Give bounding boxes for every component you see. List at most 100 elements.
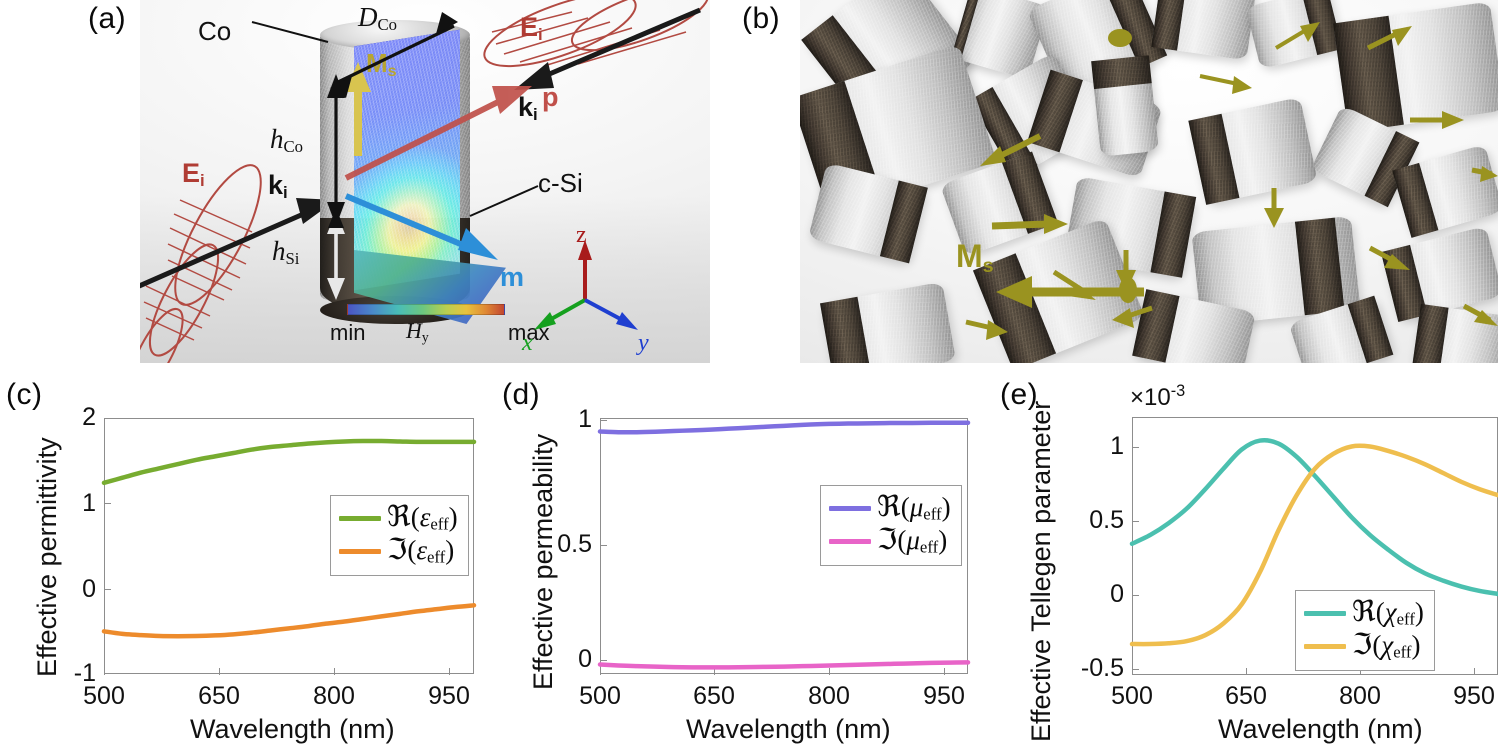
panel-e-legend-swatch-re — [1304, 611, 1346, 616]
colorbar-quantity-label: Hy — [406, 318, 429, 345]
co-leader-line — [251, 21, 329, 43]
label-h-Co: hCo — [270, 124, 304, 157]
panel-c-legend-swatch-re — [339, 516, 381, 521]
ms-arrow — [1410, 111, 1464, 129]
panel-d-xtick-650 — [714, 668, 715, 675]
ms-arrow — [1199, 74, 1252, 94]
panel-c-xlabel: Wavelength (nm) — [190, 714, 395, 744]
panel-c-ytick-0 — [104, 589, 111, 590]
label-Ei-left: Ei — [182, 158, 205, 191]
panel-d-xlabel: Wavelength (nm) — [686, 714, 891, 744]
series-d-1 — [597, 660, 971, 670]
panel-c-ytick-label-3: -1 — [73, 659, 96, 687]
panel-d-legend-row-re: ℜ(μeff) — [829, 492, 951, 525]
panel-c-legend-label-re: ℜ(εeff) — [387, 501, 458, 534]
panel-b-letter: (b) — [742, 2, 781, 35]
panel-d-xtick-500 — [600, 668, 601, 675]
panel-d-ytick-1 — [600, 420, 607, 421]
series-e-0 — [1129, 438, 1498, 597]
panel-a-schematic: Ei ki Ei ki — [140, 0, 710, 363]
panel-e-ytick-1 — [1132, 447, 1139, 448]
panel-e-xtick-800 — [1360, 668, 1361, 675]
Hy-colorbar — [347, 304, 505, 315]
panel-c-letter: (c) — [6, 378, 43, 411]
panel-d-legend-swatch-im — [829, 539, 871, 544]
ms-arrow — [1366, 26, 1412, 51]
ms-arrow — [1112, 305, 1153, 328]
coordinate-triad — [534, 240, 638, 330]
panel-e-ytick-label-1: 0.5 — [1089, 506, 1124, 534]
panel-c-ytick-neg1 — [104, 673, 111, 674]
panel-c-ytick-2 — [104, 418, 111, 419]
panel-d-legend-swatch-re — [829, 506, 871, 511]
x-axis-arrow — [534, 298, 586, 330]
series-c-0 — [101, 438, 477, 486]
p-arrow-group — [344, 86, 532, 181]
m-arrow-group — [344, 193, 498, 260]
panel-c-xtick-label-3: 950 — [428, 682, 470, 710]
incident-wave-left — [140, 164, 336, 363]
panel-e-xtick-950 — [1474, 668, 1475, 675]
Ms-arrow-group — [345, 62, 371, 156]
series-d-0 — [597, 420, 971, 435]
panel-d-xtick-950 — [944, 668, 945, 675]
ms-arrow — [1471, 166, 1498, 182]
panel-c-legend-row-im: ℑ(εeff) — [339, 535, 458, 568]
panel-e-ytick-label-2: 0 — [1110, 580, 1124, 608]
label-Co: Co — [198, 16, 232, 46]
panel-d-ytick-label-2: 0 — [578, 645, 592, 673]
panel-a-letter: (a) — [88, 2, 127, 35]
panel-d-xtick-label-1: 650 — [693, 682, 735, 710]
panel-e-legend-swatch-im — [1304, 644, 1346, 649]
label-ki-left: ki — [268, 170, 288, 203]
panel-d-xtick-800 — [829, 668, 830, 675]
panel-d-xtick-label-2: 800 — [808, 682, 850, 710]
panel-e-ytick-0 — [1132, 595, 1139, 596]
series-c-1 — [101, 603, 477, 639]
label-c-Si: c-Si — [538, 168, 583, 198]
panel-c-legend-swatch-im — [339, 549, 381, 554]
ms-arrow — [1462, 303, 1498, 326]
panel-e-xtick-label-0: 500 — [1111, 682, 1153, 710]
panel-d-legend-label-re: ℜ(μeff) — [877, 491, 951, 524]
panel-d-legend-label-im: ℑ(μeff) — [877, 524, 948, 557]
panel-b-metamaterial: Ms — [800, 0, 1498, 363]
ms-arrow — [965, 319, 1008, 340]
panel-e-ytick-label-3: -0.5 — [1080, 654, 1124, 682]
y-axis-arrow — [584, 298, 638, 330]
panel-c-legend-label-im: ℑ(εeff) — [387, 534, 455, 567]
panel-d-xtick-label-0: 500 — [579, 682, 621, 710]
ms-arrow — [991, 214, 1068, 234]
panel-e-legend: ℜ(χeff) ℑ(χeff) — [1295, 590, 1435, 671]
ms-arrow — [1108, 29, 1132, 47]
ms-arrow — [1264, 188, 1284, 228]
panel-c-xtick-500 — [104, 668, 105, 675]
series-e-1 — [1129, 443, 1498, 647]
panel-e-letter: (e) — [1000, 378, 1039, 411]
panel-e-ytick-05 — [1132, 521, 1139, 522]
panel-e-ytick-label-0: 1 — [1110, 432, 1124, 460]
panel-e-xtick-500 — [1132, 668, 1133, 675]
label-ki-right: ki — [518, 92, 538, 125]
panel-c-ytick-label-2: 0 — [82, 575, 96, 603]
panel-c-xtick-label-0: 500 — [83, 682, 125, 710]
panel-c-xtick-800 — [334, 668, 335, 675]
panel-c-ytick-1 — [104, 503, 111, 504]
panel-c-legend: ℜ(εeff) ℑ(εeff) — [330, 495, 469, 576]
panel-c-ytick-label-0: 2 — [82, 403, 96, 431]
k-vector-right — [514, 7, 701, 90]
panel-e-xtick-650 — [1246, 668, 1247, 675]
dimension-arrows — [251, 12, 539, 300]
magnetization-arrows — [965, 22, 1498, 340]
panel-d-ytick-label-0: 1 — [578, 405, 592, 433]
label-axis-z: z — [576, 222, 587, 248]
panel-c-xtick-label-2: 800 — [313, 682, 355, 710]
panel-d-letter: (d) — [502, 378, 541, 411]
panel-e-exponent-note: ×10-3 — [1130, 382, 1186, 411]
label-D-Co: DCo — [358, 2, 398, 35]
label-h-Si: hSi — [272, 236, 300, 269]
label-Ms-panel-b: Ms — [956, 238, 994, 277]
